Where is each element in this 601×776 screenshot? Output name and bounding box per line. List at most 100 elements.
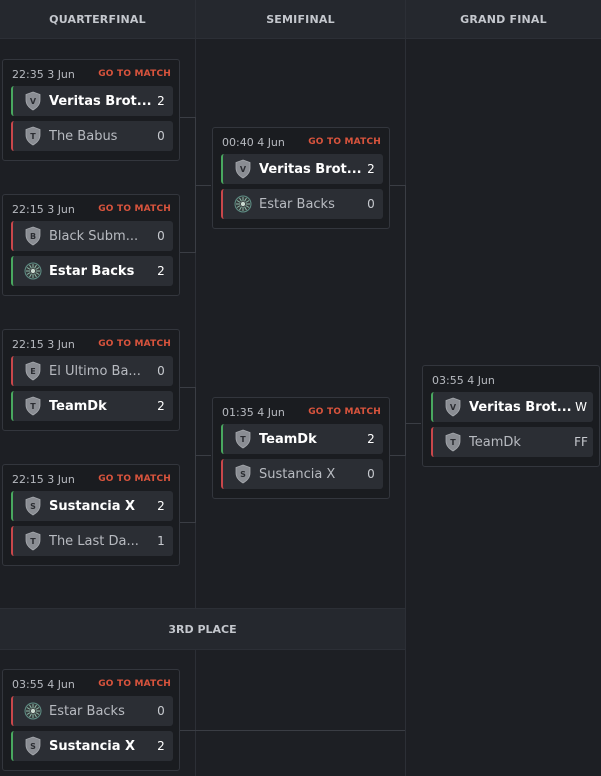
team-row[interactable]: T The Babus 0 [11, 121, 173, 151]
team-name: Estar Backs [49, 703, 125, 719]
team-row[interactable]: T The Last Da... 1 [11, 526, 173, 556]
team-row[interactable]: T TeamDk FF [431, 427, 593, 457]
svg-text:E: E [30, 367, 35, 376]
estar-logo-icon [23, 261, 43, 281]
column-title: SEMIFINAL [266, 12, 335, 26]
bracket-connector [180, 117, 195, 118]
match-time: 22:35 3 Jun [12, 67, 75, 81]
shield-v-icon: V [443, 397, 463, 417]
shield-v-icon: V [233, 159, 253, 179]
team-name: Sustancia X [49, 738, 136, 754]
match-header: 22:35 3 Jun GO TO MATCH [12, 67, 171, 81]
team-row[interactable]: B Black Subm... 0 [11, 221, 173, 251]
team-name: Black Subm... [49, 228, 139, 244]
team-score: 0 [157, 129, 165, 143]
team-score: 0 [157, 229, 165, 243]
team-name: Veritas Brot... [259, 161, 361, 177]
bracket-connector [195, 185, 211, 186]
go-to-match-link[interactable]: GO TO MATCH [308, 407, 381, 417]
svg-text:B: B [30, 232, 36, 241]
svg-text:V: V [450, 403, 457, 412]
team-score: 1 [157, 534, 165, 548]
shield-t-icon: T [23, 126, 43, 146]
column-header-semifinal: SEMIFINAL [196, 0, 405, 39]
team-name: El Ultimo Ba... [49, 363, 141, 379]
svg-text:T: T [30, 132, 36, 141]
bracket-connector [180, 522, 195, 523]
team-score: 2 [157, 399, 165, 413]
team-row[interactable]: Estar Backs 0 [221, 189, 383, 219]
third-place-title: 3RD PLACE [168, 622, 237, 636]
team-row[interactable]: E El Ultimo Ba... 0 [11, 356, 173, 386]
bracket-connector [405, 185, 406, 456]
team-name: TeamDk [259, 431, 317, 447]
shield-b-icon: B [23, 226, 43, 246]
shield-e-icon: E [23, 361, 43, 381]
team-score: W [575, 400, 587, 414]
team-score: FF [574, 435, 588, 449]
go-to-match-link[interactable]: GO TO MATCH [98, 679, 171, 689]
go-to-match-link[interactable]: GO TO MATCH [308, 137, 381, 147]
match-header: 22:15 3 Jun GO TO MATCH [12, 202, 171, 216]
svg-text:V: V [30, 97, 37, 106]
svg-text:S: S [240, 470, 246, 479]
bracket-connector [180, 252, 195, 253]
bracket-connector [195, 455, 211, 456]
bracket-connector [180, 387, 195, 388]
team-name: The Last Da... [49, 533, 139, 549]
svg-text:T: T [450, 438, 456, 447]
svg-text:T: T [30, 537, 36, 546]
shield-s-icon: S [23, 496, 43, 516]
bracket-connector [390, 455, 405, 456]
go-to-match-link[interactable]: GO TO MATCH [98, 204, 171, 214]
team-name: Sustancia X [49, 498, 136, 514]
go-to-match-link[interactable]: GO TO MATCH [98, 69, 171, 79]
match-header: 03:55 4 Jun [432, 373, 591, 387]
team-score: 0 [367, 197, 375, 211]
go-to-match-link[interactable]: GO TO MATCH [98, 339, 171, 349]
svg-text:T: T [240, 435, 246, 444]
team-score: 0 [157, 364, 165, 378]
team-score: 2 [367, 162, 375, 176]
shield-t-icon: T [23, 531, 43, 551]
team-row[interactable]: S Sustancia X 0 [221, 459, 383, 489]
shield-s-icon: S [23, 736, 43, 756]
team-row[interactable]: Estar Backs 0 [11, 696, 173, 726]
team-score: 2 [367, 432, 375, 446]
team-name: The Babus [49, 128, 118, 144]
estar-logo-icon [23, 701, 43, 721]
match-time: 03:55 4 Jun [12, 677, 75, 691]
match-time: 22:15 3 Jun [12, 202, 75, 216]
match-time: 03:55 4 Jun [432, 373, 495, 387]
team-name: TeamDk [49, 398, 107, 414]
go-to-match-link[interactable]: GO TO MATCH [98, 474, 171, 484]
team-name: Sustancia X [259, 466, 336, 482]
team-score: 0 [157, 704, 165, 718]
team-score: 0 [367, 467, 375, 481]
team-name: Estar Backs [259, 196, 335, 212]
shield-v-icon: V [23, 91, 43, 111]
shield-t-icon: T [443, 432, 463, 452]
shield-t-icon: T [233, 429, 253, 449]
team-name: TeamDk [469, 434, 521, 450]
column-header-quarterfinal: QUARTERFINAL [0, 0, 195, 39]
team-row[interactable]: T TeamDk 2 [221, 424, 383, 454]
team-row[interactable]: V Veritas Brot... 2 [221, 154, 383, 184]
